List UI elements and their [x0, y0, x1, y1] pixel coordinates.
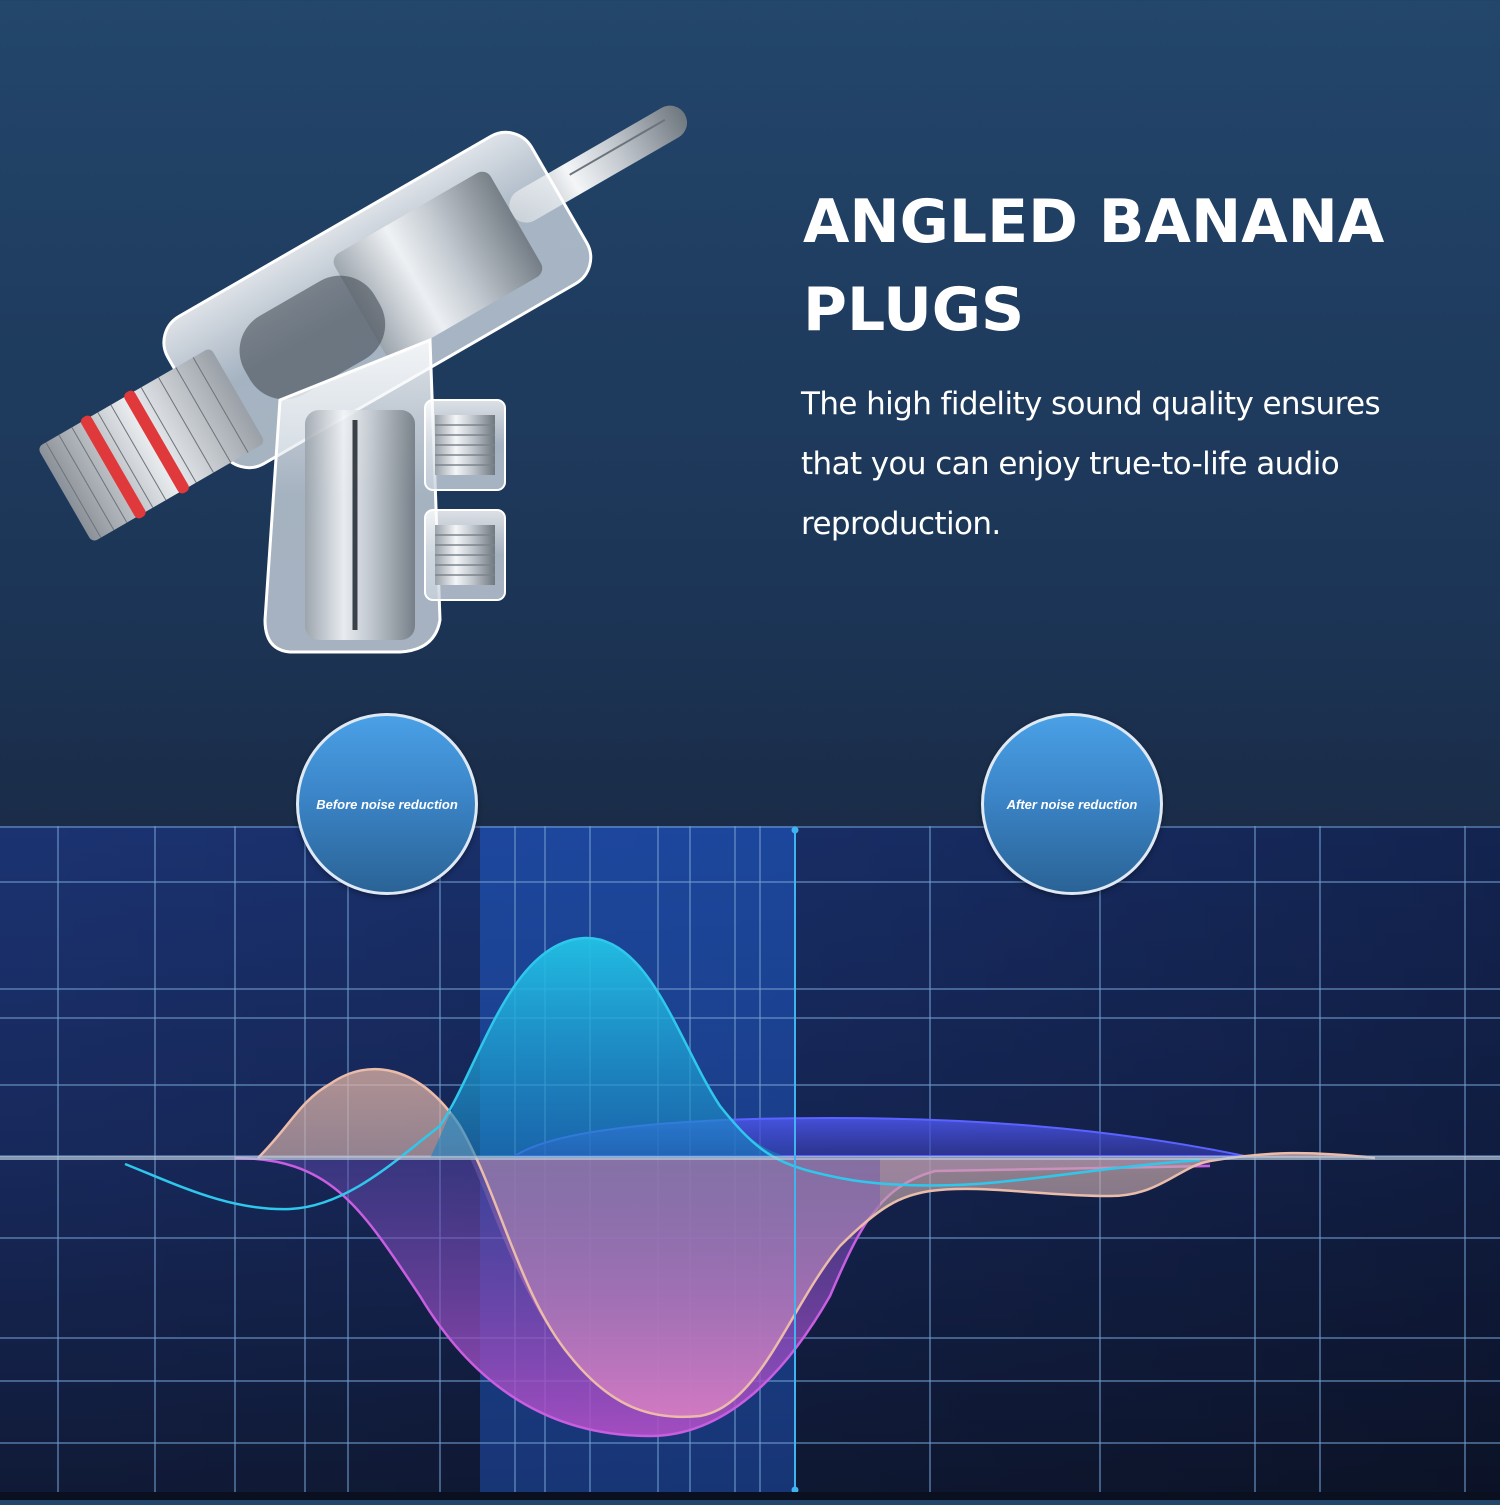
headline: ANGLED BANANA PLUGS	[803, 178, 1463, 354]
headline-line-2: PLUGS	[803, 275, 1025, 345]
headline-line-1: ANGLED BANANA	[803, 187, 1385, 257]
description-line-1: The high fidelity sound quality ensures	[801, 386, 1381, 422]
wave-peach	[257, 1067, 1376, 1419]
hero-text-block: ANGLED BANANA PLUGS The high fidelity so…	[801, 178, 1463, 554]
waveform-grid-svg	[0, 826, 1500, 1500]
description: The high fidelity sound quality ensures …	[801, 374, 1463, 554]
description-line-3: reproduction.	[801, 506, 1001, 542]
wave-magenta	[234, 1156, 1211, 1438]
banana-plug-icon	[39, 105, 688, 654]
waveform-graphic	[0, 826, 1500, 1500]
before-noise-reduction-label: Before noise reduction	[316, 796, 458, 812]
cursor-top-handle	[791, 826, 799, 834]
cursor-bottom-handle	[791, 1486, 799, 1494]
description-line-2: that you can enjoy true-to-life audio	[801, 446, 1340, 482]
product-image-banana-plug	[30, 60, 750, 680]
after-noise-reduction-bubble: After noise reduction	[981, 713, 1163, 895]
before-noise-reduction-bubble: Before noise reduction	[296, 713, 478, 895]
wave-cyan	[124, 936, 1201, 1211]
after-noise-reduction-label: After noise reduction	[1006, 796, 1138, 812]
